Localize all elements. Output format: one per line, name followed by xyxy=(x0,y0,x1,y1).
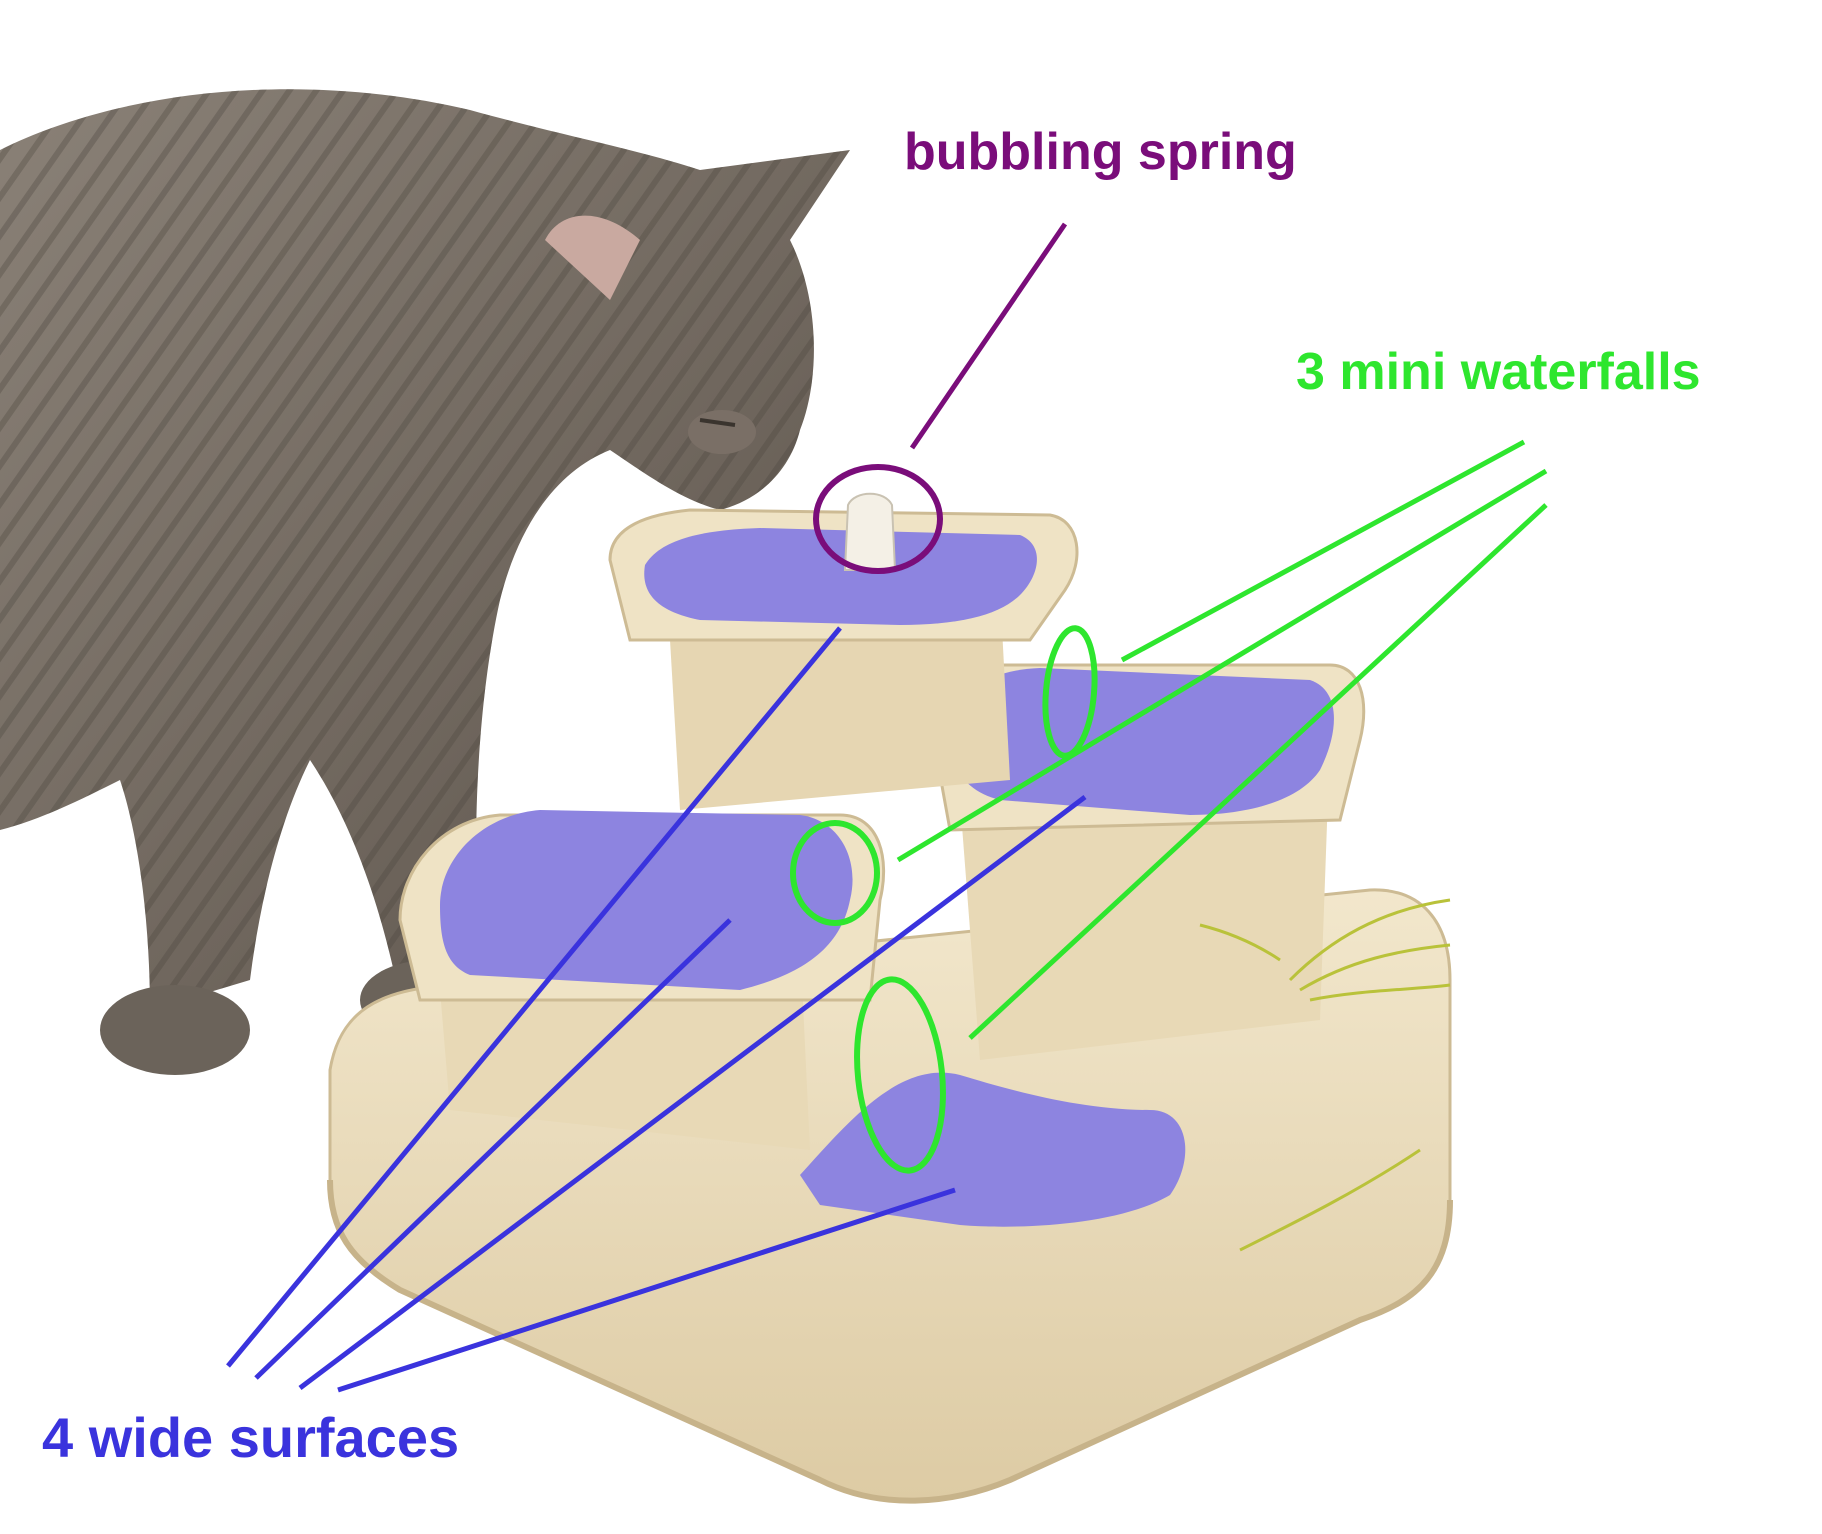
spring-highlight-circle xyxy=(813,464,943,574)
waterfall-1-circle xyxy=(1042,625,1098,759)
surface-top-leader xyxy=(226,626,842,1368)
label-bubbling-spring: bubbling spring xyxy=(904,123,1297,181)
surface-right-leader xyxy=(298,795,1087,1390)
grass-blades xyxy=(1199,898,1451,1252)
cat-ear xyxy=(545,215,640,300)
fountain-base-shadow xyxy=(327,1179,1453,1504)
spring-nozzle xyxy=(843,492,897,571)
cat-paw-left xyxy=(100,985,250,1075)
label-mini-waterfalls: 3 mini waterfalls xyxy=(1296,343,1701,401)
top-cube-body xyxy=(670,590,1010,810)
waterfalls-annotation xyxy=(790,439,1548,1174)
spring-annotation xyxy=(813,222,1068,574)
waterfall-2-leader xyxy=(896,468,1548,863)
waterfall-3-leader xyxy=(968,503,1548,1040)
cat xyxy=(0,89,850,1075)
cat-stripes xyxy=(0,89,850,1010)
cat-eye xyxy=(699,418,736,427)
waterfall-3-circle xyxy=(854,976,946,1174)
cat-nose xyxy=(688,410,756,454)
label-wide-surfaces: 4 wide surfaces xyxy=(42,1406,460,1469)
water-surface-left xyxy=(440,810,853,990)
surface-left-leader xyxy=(254,918,732,1380)
fountain xyxy=(327,492,1453,1504)
surface-bottom-leader xyxy=(337,1187,956,1393)
water-surface-top xyxy=(644,528,1037,625)
waterfall-2-circle xyxy=(790,820,880,926)
water-surface-bottom xyxy=(800,1072,1186,1227)
waterfall-1-leader xyxy=(1120,439,1526,663)
surfaces-annotation xyxy=(226,626,1087,1393)
spring-leader-line xyxy=(909,222,1068,450)
